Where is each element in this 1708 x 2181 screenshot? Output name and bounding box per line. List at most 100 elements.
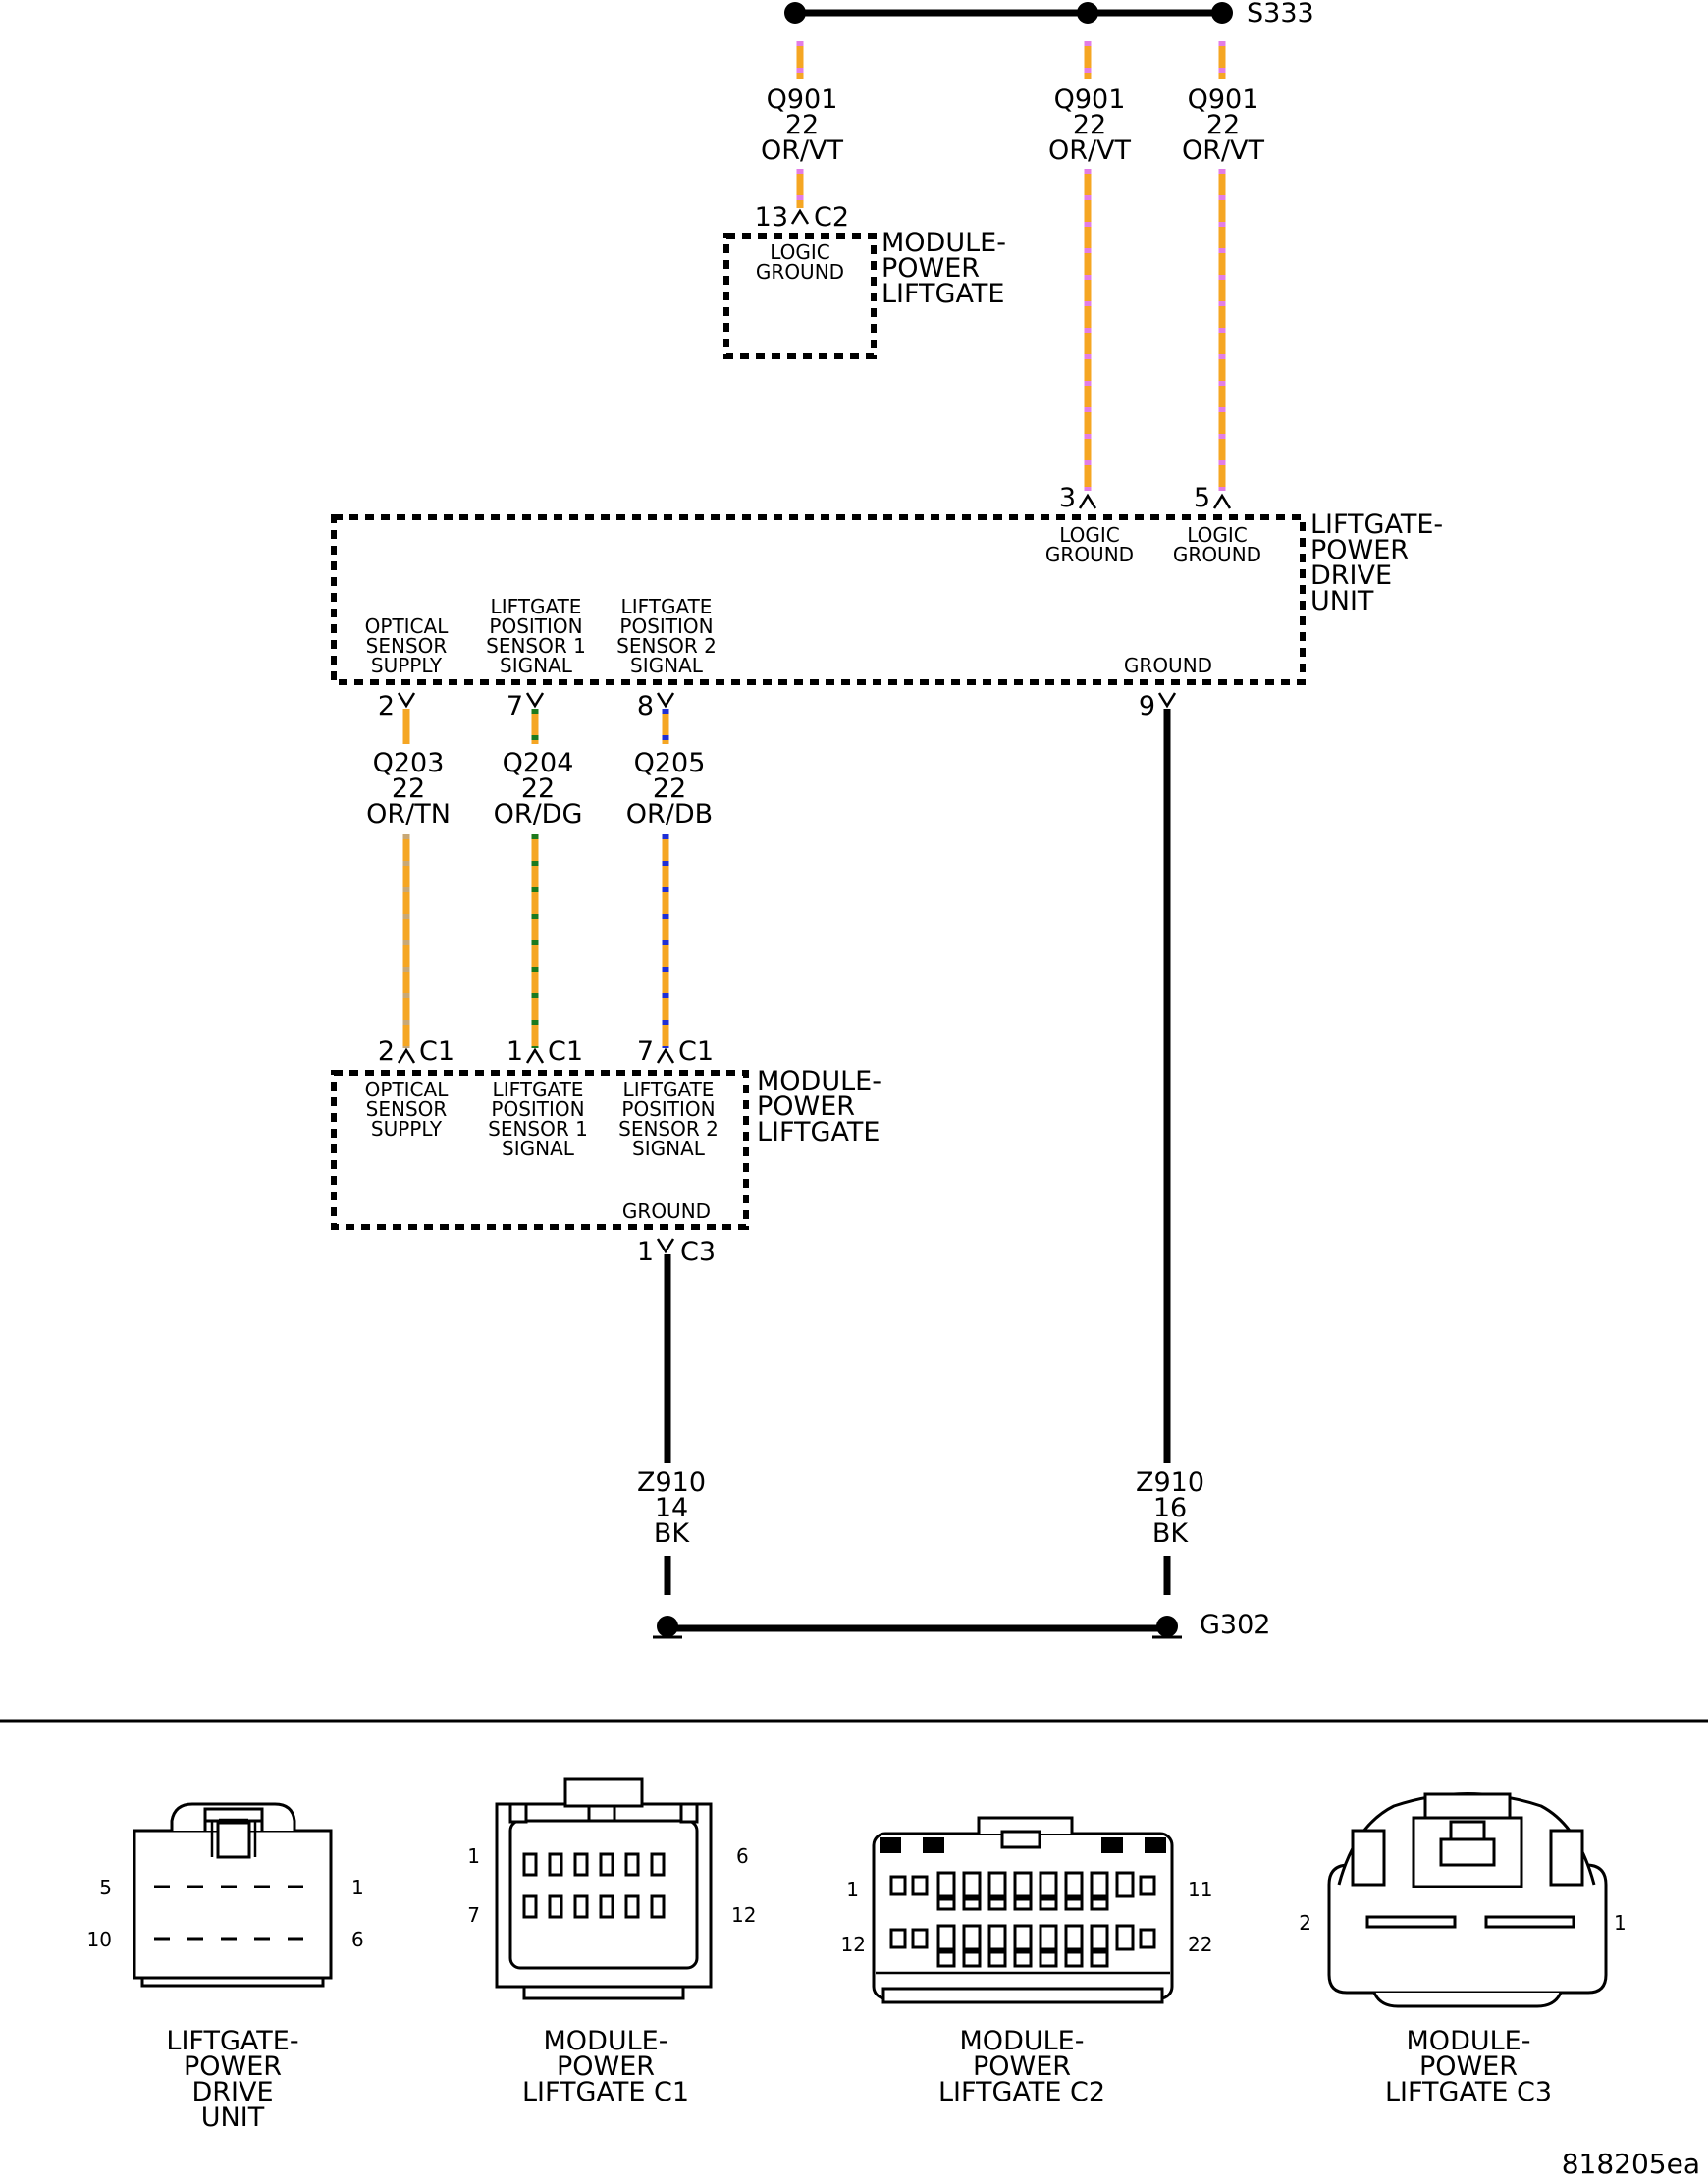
drive-unit-box xyxy=(331,514,1306,685)
pin-label: POSITION xyxy=(621,1097,715,1121)
pin-chevron xyxy=(656,1047,675,1064)
connector-view-module-c3 xyxy=(1327,1792,1608,2008)
pin-number: 1 xyxy=(351,1876,364,1899)
wire-circuit: Q901 xyxy=(1188,84,1259,115)
connector-view-module-c1 xyxy=(495,1777,713,2000)
module-c1-box xyxy=(331,1070,749,1230)
pin-cavity xyxy=(573,1852,589,1877)
wire-circuit: Z910 xyxy=(1136,1467,1204,1498)
connector-view-title: LIFTGATE C1 xyxy=(522,2077,689,2107)
wire-gauge: 22 xyxy=(1206,110,1240,140)
pin-slot xyxy=(1365,1915,1457,1929)
module-c2-box xyxy=(723,233,877,359)
wire-gauge: 22 xyxy=(521,773,555,804)
wire-gauge: 14 xyxy=(655,1493,688,1523)
pin-cavity xyxy=(599,1852,614,1877)
pin-number: 5 xyxy=(1194,483,1210,513)
connector-id: C1 xyxy=(548,1037,583,1067)
connector-view-title: LIFTGATE- xyxy=(166,2026,298,2056)
pin-number: 12 xyxy=(841,1933,866,1956)
pin-number: 9 xyxy=(1139,691,1155,721)
pin-chevron xyxy=(1212,493,1232,509)
pin-number: 6 xyxy=(351,1928,364,1951)
pin-label: SIGNAL xyxy=(502,1137,575,1160)
pin-number: 1 xyxy=(1614,1911,1627,1935)
pin-number: 6 xyxy=(736,1844,749,1868)
wire-gauge: 22 xyxy=(1073,110,1106,140)
pin-label: SUPPLY xyxy=(371,654,443,677)
pin-number: 7 xyxy=(507,691,523,721)
pin-label: LOGIC xyxy=(770,240,830,264)
module-title: MODULE- xyxy=(881,228,1006,258)
pin-chevron xyxy=(1078,493,1097,509)
pin-number: 1 xyxy=(467,1844,480,1868)
pin-cavity xyxy=(624,1852,640,1877)
pin-number: 22 xyxy=(1188,1933,1212,1956)
pin-chevron xyxy=(656,1238,675,1254)
pin-cavity xyxy=(599,1894,614,1919)
pin-label: POSITION xyxy=(491,1097,584,1121)
pin-number: 13 xyxy=(755,202,788,233)
wire-circuit: Q204 xyxy=(503,748,574,778)
connector-view-title: POWER xyxy=(973,2051,1071,2082)
module-title: MODULE- xyxy=(757,1066,881,1096)
pin-number: 1 xyxy=(637,1237,654,1267)
pin-cavity xyxy=(522,1894,538,1919)
pin-number: 12 xyxy=(731,1903,756,1927)
connector-view-title: LIFTGATE C2 xyxy=(938,2077,1105,2107)
pin-label: OPTICAL xyxy=(365,614,450,638)
ground-node xyxy=(1156,1616,1178,1637)
connector-id: C1 xyxy=(678,1037,714,1067)
wire-gauge: 22 xyxy=(392,773,425,804)
wire-circuit: Q901 xyxy=(767,84,838,115)
wire-color: OR/VT xyxy=(1048,135,1132,166)
pin-cavity xyxy=(548,1852,563,1877)
pin-label: LOGIC xyxy=(1187,523,1248,547)
wire-color: OR/VT xyxy=(1182,135,1265,166)
splice-label: S333 xyxy=(1247,0,1314,28)
wire-circuit: Q205 xyxy=(634,748,706,778)
splice-node xyxy=(1211,2,1233,24)
pin-label: LIFTGATE xyxy=(623,1078,715,1101)
pin-label: LIFTGATE xyxy=(491,595,582,618)
pin-number: 10 xyxy=(87,1928,112,1951)
pin-slot xyxy=(1484,1915,1575,1929)
pin-label: GROUND xyxy=(1045,543,1134,566)
figure-id: 818205ea xyxy=(1562,2148,1700,2180)
pin-number: 11 xyxy=(1188,1878,1212,1901)
pin-cavity xyxy=(624,1894,640,1919)
pin-label: POSITION xyxy=(619,614,713,638)
wire-gauge: 16 xyxy=(1153,1493,1187,1523)
module-title: LIFTGATE xyxy=(881,279,1004,309)
connector-id: C2 xyxy=(814,202,849,233)
pin-cavity xyxy=(522,1852,538,1877)
module-title: POWER xyxy=(1310,535,1409,565)
pin-label: SIGNAL xyxy=(630,654,704,677)
pin-chevron xyxy=(656,692,675,709)
connector-view-title: POWER xyxy=(184,2051,282,2082)
pin-cavity xyxy=(650,1894,666,1919)
wire-gauge: 22 xyxy=(785,110,819,140)
pin-cavity xyxy=(548,1894,563,1919)
wire-color: OR/DB xyxy=(626,799,713,829)
pin-label: GROUND xyxy=(1124,654,1212,677)
pin-label: SENSOR 2 xyxy=(616,634,717,658)
ground-node xyxy=(657,1616,678,1637)
pin-label: LIFTGATE xyxy=(493,1078,584,1101)
pin-number: 2 xyxy=(378,1037,395,1067)
module-title: POWER xyxy=(757,1091,855,1122)
pin-number: 2 xyxy=(378,691,395,721)
pin-number: 1 xyxy=(846,1878,859,1901)
wire-color: OR/TN xyxy=(366,799,451,829)
connector-view-title: POWER xyxy=(1419,2051,1518,2082)
connector-view-title: UNIT xyxy=(201,2102,265,2133)
pin-label: SENSOR xyxy=(366,1097,448,1121)
pin-label: SUPPLY xyxy=(371,1117,443,1141)
connector-view-title: POWER xyxy=(557,2051,655,2082)
pin-number: 2 xyxy=(1299,1911,1311,1935)
connector-view-drive-unit xyxy=(133,1802,333,1988)
pin-number: 7 xyxy=(637,1037,654,1067)
wire-color: BK xyxy=(1152,1518,1190,1549)
pin-grid xyxy=(889,1871,1156,1968)
